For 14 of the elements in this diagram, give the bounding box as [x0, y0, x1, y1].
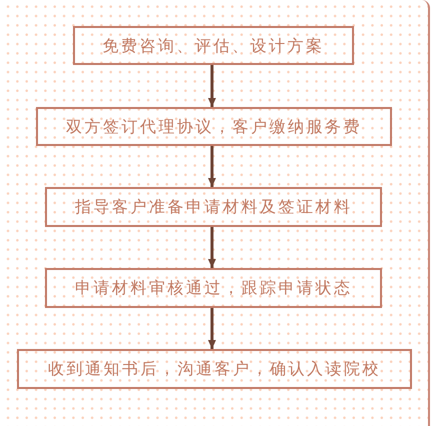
process-box — [73, 26, 354, 65]
arrow — [208, 146, 216, 187]
step-text: 申请材料审核通过，跟踪申请状态 — [74, 278, 352, 298]
arrow — [208, 227, 216, 268]
process-box — [45, 187, 382, 227]
process-box — [45, 268, 382, 308]
step-text: 双方签订代理协议，客户缴纳服务费 — [66, 116, 362, 136]
step-text: 指导客户准备申请材料及签证材料 — [74, 197, 352, 217]
process-box — [17, 349, 412, 389]
step-text: 收到通知书后，沟通客户，确认入读院校 — [48, 359, 381, 379]
process-box — [36, 107, 392, 146]
arrow — [208, 308, 216, 349]
step-text: 免费咨询、评估、设计方案 — [102, 36, 324, 56]
arrow — [208, 65, 216, 107]
